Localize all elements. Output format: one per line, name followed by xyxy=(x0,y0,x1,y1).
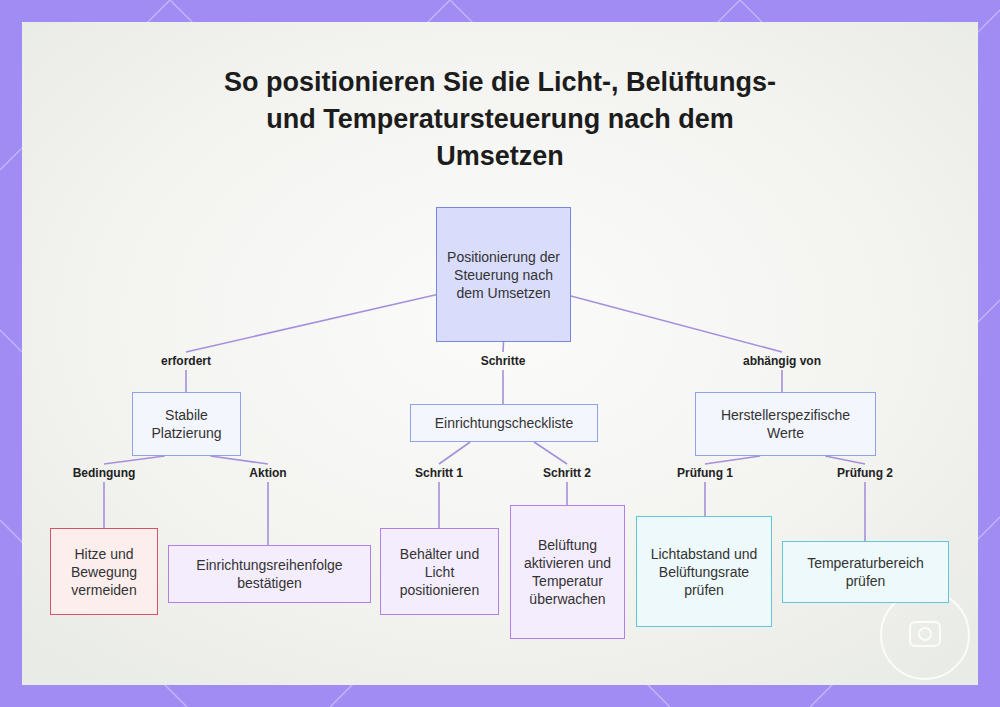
watermark-lens xyxy=(919,628,931,640)
node-label: Behälter und Licht positionieren xyxy=(387,545,492,599)
root-box: Positionierung der Steuerung nach dem Um… xyxy=(436,207,571,342)
watermark-circle xyxy=(881,591,969,679)
edge-label: Prüfung 1 xyxy=(677,466,733,480)
node-label: Lichtabstand und Belüftungsrate prüfen xyxy=(643,545,765,599)
connector-line xyxy=(186,295,436,392)
connector-line xyxy=(502,342,504,404)
step-box: Belüftung aktivieren und Temperatur über… xyxy=(510,505,625,639)
step-box: Behälter und Licht positionieren xyxy=(380,528,499,615)
connector-line xyxy=(705,456,760,516)
category-box: Herstellerspezifische Werte xyxy=(695,392,876,456)
node-label: Stabile Platzierung xyxy=(139,406,234,442)
edge-label: abhängig von xyxy=(743,354,821,368)
node-label: Positionierung der Steuerung nach dem Um… xyxy=(443,248,564,302)
edge-label: Schritt 1 xyxy=(415,466,463,480)
connector-line xyxy=(439,442,470,528)
check-box: Lichtabstand und Belüftungsrate prüfen xyxy=(636,516,772,627)
node-label: Einrichtungsreihenfolge bestätigen xyxy=(175,556,364,592)
check-box: Temperaturbereich prüfen xyxy=(782,541,949,603)
connector-line xyxy=(571,296,782,392)
action-box: Einrichtungsreihenfolge bestätigen xyxy=(168,545,371,603)
node-label: Herstellerspezifische Werte xyxy=(702,406,869,442)
edge-label: Prüfung 2 xyxy=(837,466,893,480)
edge-label: Schritt 2 xyxy=(543,466,591,480)
node-label: Temperaturbereich prüfen xyxy=(789,554,942,590)
edge-label: Aktion xyxy=(249,466,286,480)
panel xyxy=(22,22,978,685)
node-label: Hitze und Bewegung vermeiden xyxy=(57,545,151,599)
watermark-icon xyxy=(910,622,940,646)
condition-box: Hitze und Bewegung vermeiden xyxy=(50,528,158,615)
category-box: Einrichtungscheckliste xyxy=(410,404,598,442)
edge-label: erfordert xyxy=(161,354,211,368)
edge-label: Bedingung xyxy=(73,466,136,480)
node-label: Einrichtungscheckliste xyxy=(435,414,574,432)
edge-label: Schritte xyxy=(481,354,526,368)
category-box: Stabile Platzierung xyxy=(132,392,241,456)
diagram-title: So positionieren Sie die Licht-, Belüftu… xyxy=(200,64,800,175)
node-label: Belüftung aktivieren und Temperatur über… xyxy=(517,536,618,608)
